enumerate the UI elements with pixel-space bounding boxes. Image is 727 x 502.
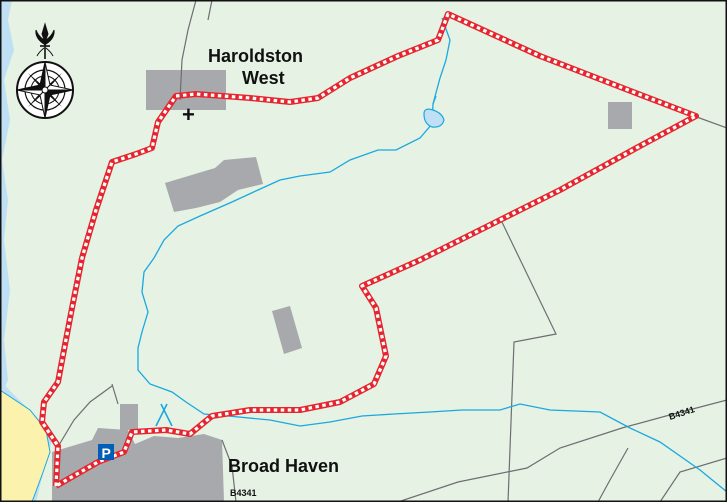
place-label-west: West <box>242 68 285 88</box>
fleur-base-left <box>36 47 45 57</box>
road-north-east <box>207 0 213 21</box>
road-b4341-east <box>693 115 727 129</box>
church-icon: + <box>182 102 195 127</box>
road-b4341 <box>397 399 727 502</box>
campsite-icon <box>155 403 173 427</box>
road-east-branch <box>597 447 629 502</box>
village-building <box>120 404 138 430</box>
road-coast <box>111 383 119 405</box>
compass-point-e-light <box>43 84 74 91</box>
road-village-north <box>55 385 113 451</box>
farm-building-east <box>608 102 632 129</box>
parking-icon: P <box>98 444 114 461</box>
place-label-broad-haven: Broad Haven <box>228 456 339 476</box>
beach-area <box>0 389 51 502</box>
pond <box>423 108 445 128</box>
roads <box>55 0 727 502</box>
road-north-haroldston <box>179 0 197 101</box>
stream-main <box>137 17 727 493</box>
walking-route <box>39 11 699 489</box>
compass-point-w-light <box>16 89 47 96</box>
broad-haven-village <box>52 428 224 502</box>
haroldston-west-buildings <box>146 70 226 110</box>
woodland-block-north <box>165 157 263 212</box>
fleur-right-petal <box>45 29 55 45</box>
fleur-left-petal <box>35 29 45 45</box>
parking-letter: P <box>102 445 111 461</box>
sea-area <box>0 0 14 400</box>
road-east-spur <box>659 457 727 502</box>
compass-center <box>41 86 49 94</box>
fleur-base-right <box>45 47 54 57</box>
compass-rose-icon <box>16 22 74 119</box>
woodland-block-south <box>272 306 302 354</box>
streams <box>137 17 727 493</box>
road-label-b4341-south: B4341 <box>230 488 257 498</box>
route-line-dashes <box>40 12 698 488</box>
stream-pond-feed <box>432 95 437 105</box>
campsite-tent-peak <box>160 403 168 412</box>
fleur-center-petal <box>41 22 49 44</box>
compass-north-fleur <box>35 22 55 59</box>
compass-cardinal-points <box>16 61 74 119</box>
road-village-south <box>221 439 237 502</box>
parking-sign <box>98 444 114 460</box>
place-label-haroldston: Haroldston <box>208 46 303 66</box>
road-farm-track <box>499 217 557 502</box>
